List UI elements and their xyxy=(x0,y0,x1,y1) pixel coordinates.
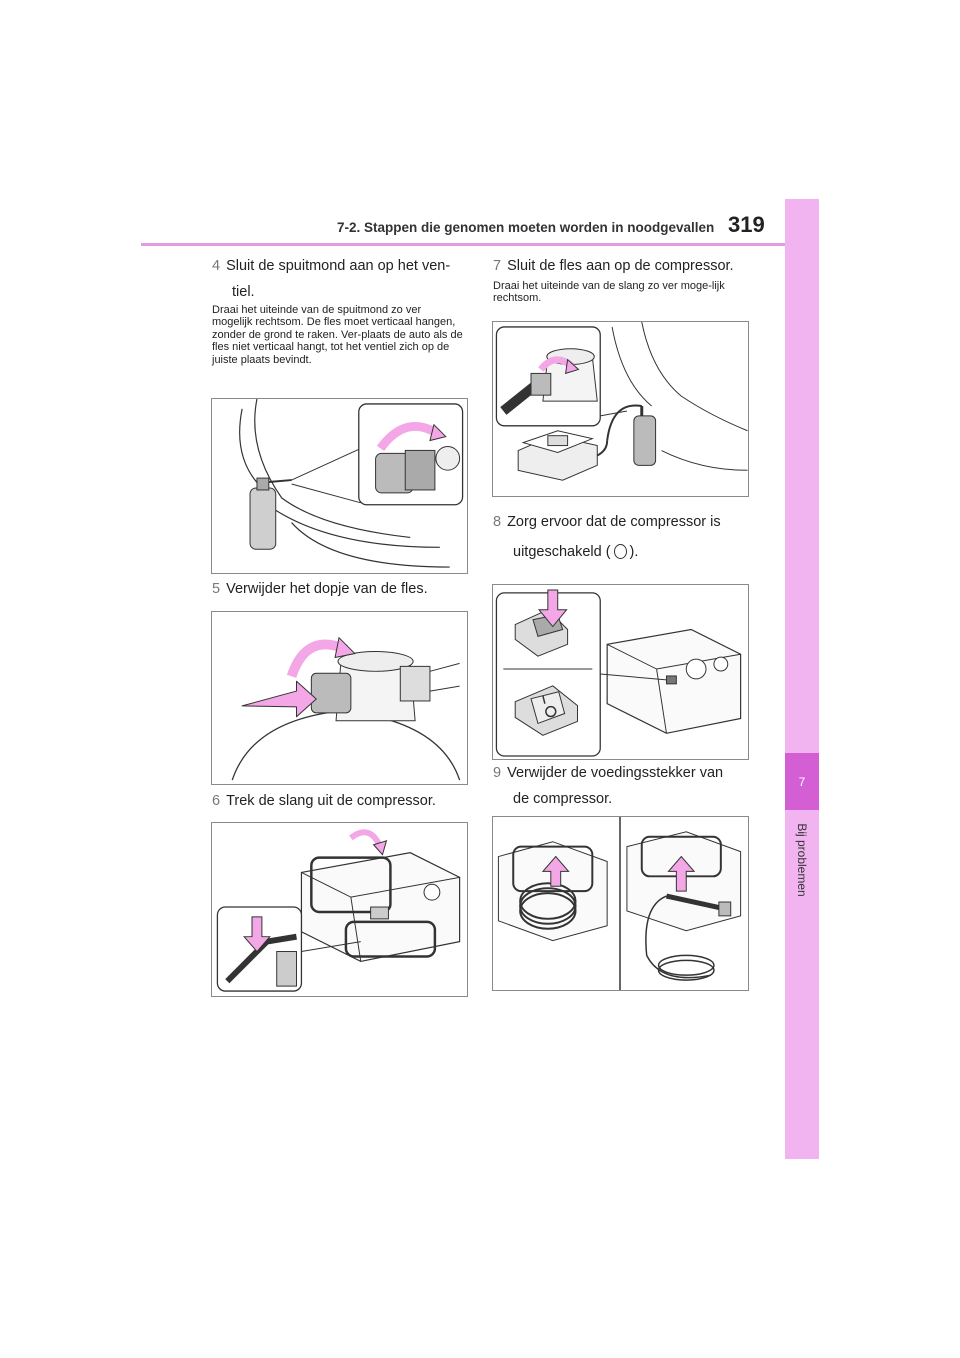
step-9: 9 Verwijder de voedingsstekker van de com… xyxy=(493,761,753,811)
chapter-label: Bij problemen xyxy=(795,823,809,897)
step-6: 6 Trek de slang uit de compressor. xyxy=(212,789,472,813)
page-number: 319 xyxy=(728,212,765,237)
figure-pull-hose xyxy=(211,822,468,997)
step-text: Trek de slang uit de compressor. xyxy=(226,793,436,809)
power-off-icon xyxy=(613,544,627,559)
step-text: Sluit de spuitmond aan op het ven- xyxy=(226,258,451,274)
figure-remove-plug xyxy=(492,816,749,991)
step-7-note: Draai het uiteinde van de slang zo ver m… xyxy=(493,280,725,305)
chapter-side-tab xyxy=(785,199,819,1159)
illustration-nozzle-valve xyxy=(239,399,464,568)
section-title: 7-2. Stappen die genomen moeten worden i… xyxy=(337,220,715,235)
step-number: 8 xyxy=(493,514,502,530)
figure-remove-cap xyxy=(211,611,468,785)
step-number: 9 xyxy=(493,765,502,781)
figure-connect-nozzle xyxy=(211,398,468,574)
illustration-compressor-hose xyxy=(216,829,461,992)
step-text: Verwijder de voedingsstekker van xyxy=(507,765,724,781)
step-4-note: Draai het uiteinde van de spuitmond zo v… xyxy=(212,304,463,366)
step-8: 8 Zorg ervoor dat de compressor is uitges… xyxy=(493,507,753,567)
illustration-power-switch xyxy=(495,589,742,757)
step-text: Zorg ervoor dat de compressor is xyxy=(507,514,721,530)
step-5: 5 Verwijder het dopje van de fles. xyxy=(212,577,472,601)
step-number: 6 xyxy=(212,793,221,809)
step-4: 4 Sluit de spuitmond aan op het ven- tiel… xyxy=(212,254,472,304)
step-text-before-icon: uitgeschakeld ( xyxy=(513,544,611,560)
figure-connect-bottle xyxy=(492,321,749,497)
step-text: Verwijder het dopje van de fles. xyxy=(226,581,428,597)
step-number: 5 xyxy=(212,581,221,597)
step-text-cont: uitgeschakeld (). xyxy=(493,544,638,560)
step-number: 4 xyxy=(212,258,221,274)
step-text-after-icon: ). xyxy=(629,544,639,560)
step-text-cont: tiel. xyxy=(232,284,255,300)
step-7: 7 Sluit de fles aan op de compressor. xyxy=(493,254,753,278)
illustration-bottle-compressor xyxy=(495,322,748,481)
illustration-bottle-cap xyxy=(231,636,461,781)
step-text-cont: de compressor. xyxy=(513,791,613,807)
chapter-number-badge: 7 xyxy=(785,753,819,810)
illustration-power-plug xyxy=(497,817,742,990)
step-text: Sluit de fles aan op de compressor. xyxy=(507,258,734,274)
step-number: 7 xyxy=(493,258,502,274)
figure-switch-off xyxy=(492,584,749,760)
header-divider xyxy=(141,243,785,246)
